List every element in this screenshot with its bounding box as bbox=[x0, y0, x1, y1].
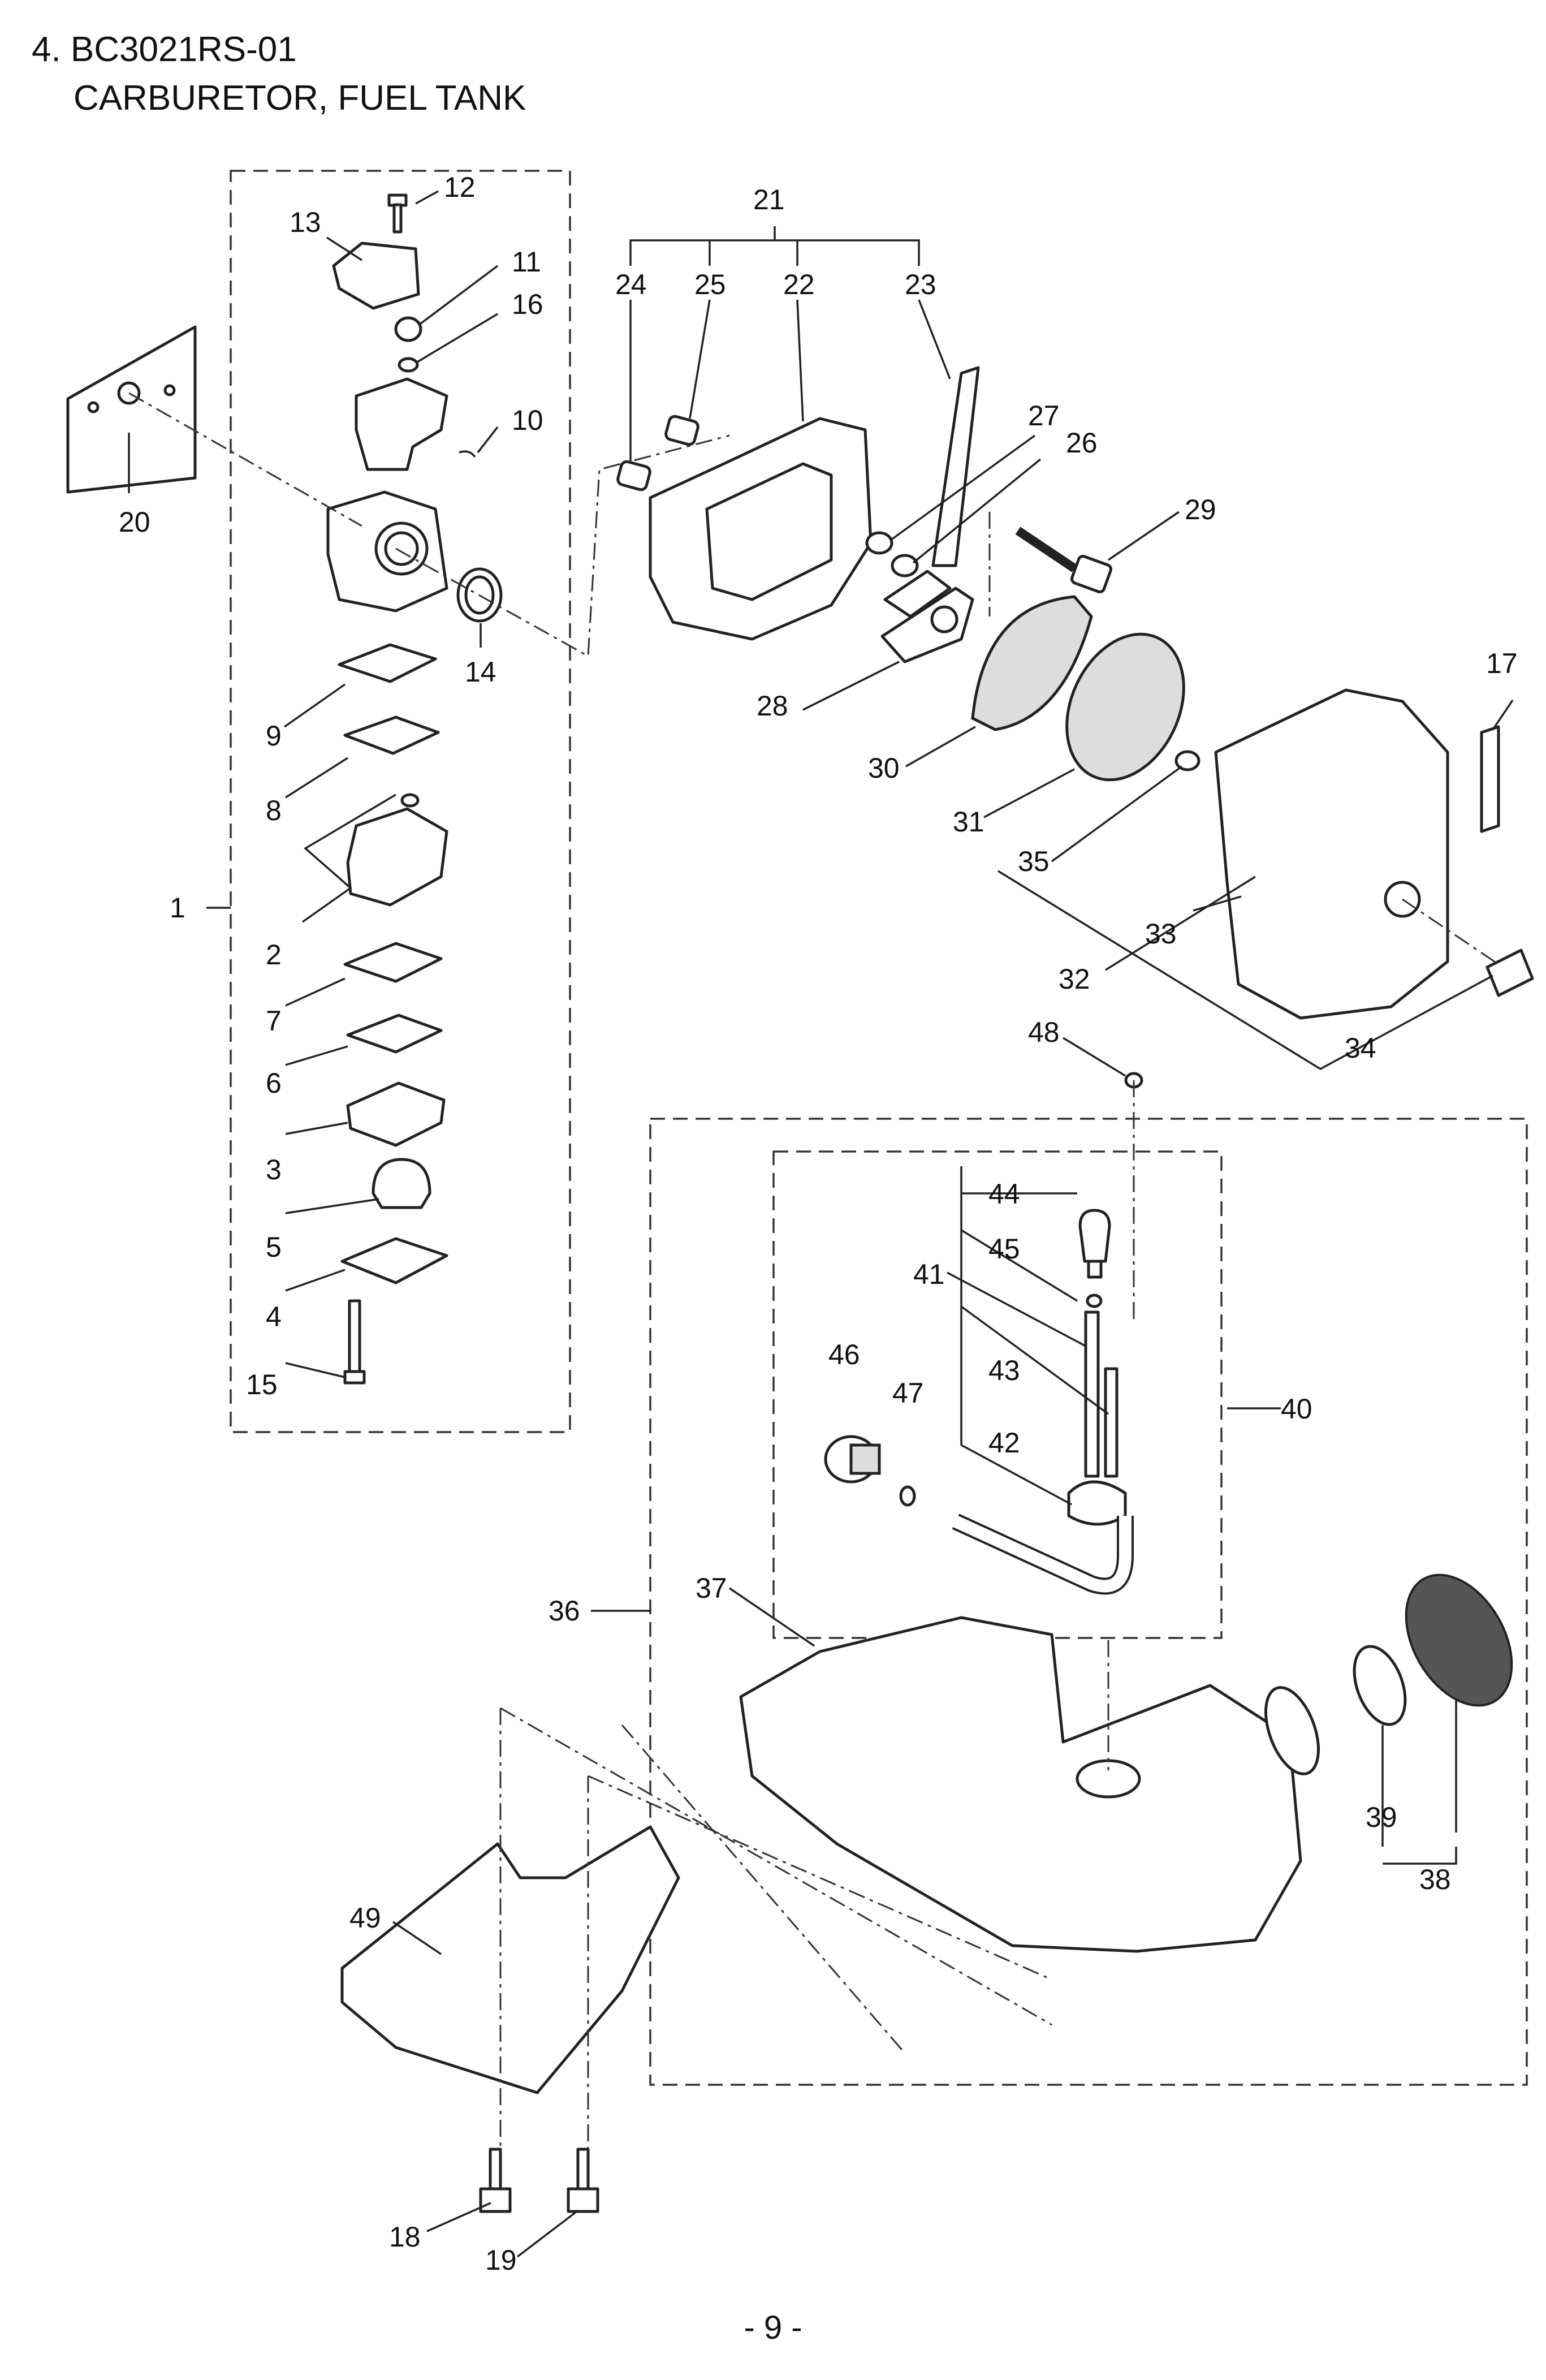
callout-46: 46 bbox=[828, 1339, 860, 1370]
callout-35: 35 bbox=[1018, 846, 1050, 877]
fuel-tank-parts bbox=[340, 1072, 1513, 2213]
callout-49: 49 bbox=[349, 1902, 381, 1934]
leader-lines bbox=[128, 190, 1514, 2258]
callout-1: 1 bbox=[170, 892, 185, 924]
callout-21: 21 bbox=[753, 184, 785, 215]
fuel-line-assembly-box bbox=[772, 1150, 1223, 1639]
callout-20: 20 bbox=[119, 506, 150, 538]
callout-6: 6 bbox=[266, 1067, 282, 1099]
callout-23: 23 bbox=[905, 269, 936, 300]
air-cleaner-parts bbox=[616, 366, 1534, 1020]
callout-37: 37 bbox=[696, 1572, 727, 1604]
callout-31: 31 bbox=[953, 806, 984, 838]
callout-27: 27 bbox=[1028, 400, 1060, 432]
callout-15: 15 bbox=[246, 1369, 278, 1400]
alignment-line bbox=[128, 392, 362, 527]
alignment-line bbox=[395, 434, 730, 658]
callout-43: 43 bbox=[988, 1355, 1020, 1386]
page-number: - 9 - bbox=[744, 2309, 802, 2346]
callout-29: 29 bbox=[1185, 494, 1216, 525]
callout-39: 39 bbox=[1366, 1801, 1397, 1833]
callout-8: 8 bbox=[266, 795, 282, 826]
carburetor-parts bbox=[326, 193, 503, 1385]
callout-44: 44 bbox=[988, 1178, 1020, 1210]
callout-40: 40 bbox=[1281, 1393, 1312, 1425]
callout-38: 38 bbox=[1419, 1864, 1451, 1895]
callout-32: 32 bbox=[1059, 963, 1090, 995]
callout-30: 30 bbox=[868, 752, 900, 784]
callout-5: 5 bbox=[266, 1231, 282, 1263]
callout-34: 34 bbox=[1345, 1032, 1376, 1064]
callout-2: 2 bbox=[266, 939, 282, 971]
callout-17: 17 bbox=[1486, 648, 1518, 679]
callout-13: 13 bbox=[290, 206, 321, 238]
callout-42: 42 bbox=[988, 1427, 1020, 1459]
callout-19: 19 bbox=[485, 2244, 517, 2276]
alignment-line bbox=[621, 1724, 906, 2054]
callout-16: 16 bbox=[512, 288, 543, 320]
alignment-line bbox=[1402, 898, 1499, 965]
callout-3: 3 bbox=[266, 1154, 282, 1185]
alignment-line bbox=[588, 1775, 1052, 1981]
fuel-tank-assembly-box bbox=[649, 1118, 1528, 2086]
callout-36: 36 bbox=[549, 1595, 580, 1627]
callout-33: 33 bbox=[1145, 918, 1177, 950]
carburetor-assembly-box bbox=[230, 170, 571, 1433]
callout-24: 24 bbox=[615, 269, 647, 300]
callout-45: 45 bbox=[988, 1233, 1020, 1265]
callout-4: 4 bbox=[266, 1301, 282, 1333]
callout-12: 12 bbox=[444, 171, 476, 203]
callout-10: 10 bbox=[512, 404, 543, 436]
callout-41: 41 bbox=[913, 1258, 945, 1290]
callout-48: 48 bbox=[1028, 1016, 1060, 1048]
callout-11: 11 bbox=[512, 246, 541, 278]
callout-28: 28 bbox=[757, 690, 788, 722]
callout-7: 7 bbox=[266, 1005, 282, 1037]
intake-gasket bbox=[66, 325, 197, 494]
callout-47: 47 bbox=[892, 1377, 924, 1409]
alignment-line bbox=[500, 1707, 1052, 2026]
callout-26: 26 bbox=[1066, 427, 1098, 459]
callout-25: 25 bbox=[694, 269, 726, 300]
callout-14: 14 bbox=[465, 656, 496, 688]
section-title: CARBURETOR, FUEL TANK bbox=[74, 79, 526, 118]
callout-22: 22 bbox=[783, 269, 815, 300]
callout-18: 18 bbox=[389, 2221, 421, 2253]
callout-9: 9 bbox=[266, 720, 282, 752]
model-heading: 4. BC3021RS-01 bbox=[32, 30, 297, 69]
